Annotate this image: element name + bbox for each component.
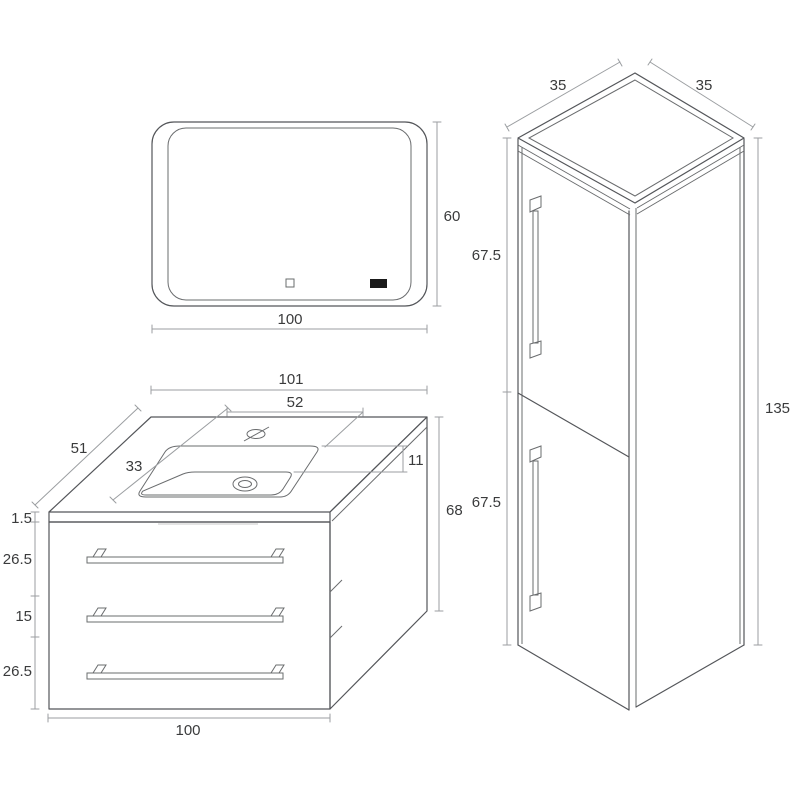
drawer-handle-middle — [86, 607, 285, 623]
vanity-body-width-dim-label: 100 — [175, 722, 200, 739]
mirror-dimensions: 60 100 — [151, 121, 461, 334]
faucet-hole-icon — [243, 426, 270, 442]
basin-width-extension-line — [324, 411, 364, 448]
handle-cap-top — [529, 445, 542, 463]
sink-basin-outer — [138, 445, 319, 498]
handle-foot-right — [270, 664, 285, 674]
cabinet-left-face-top-edges — [517, 144, 631, 216]
countertop-thickness-dim-label: 1.5 — [11, 510, 32, 527]
cabinet-top-outer — [517, 72, 745, 204]
cabinet-bottom-left-edge — [517, 644, 630, 711]
handle-foot-left — [92, 607, 107, 617]
vanity-countertop-edge — [48, 511, 331, 523]
cabinet-top-right-dim-label: 35 — [696, 77, 713, 94]
mirror-led-border — [167, 127, 412, 301]
cabinet-upper-door-handle — [529, 195, 542, 359]
cabinet-top-left-dim-label: 35 — [550, 77, 567, 94]
middle-drawer-dim-label: 15 — [15, 608, 32, 625]
cabinet-lower-door-dim-label: 67.5 — [472, 494, 501, 511]
sink-basin-inner — [141, 471, 292, 496]
cabinet-lower-door-handle — [529, 445, 542, 612]
drain-outer — [232, 476, 258, 492]
cabinet-doors-dim-ticks — [502, 137, 512, 646]
right-offset-extension-lines — [293, 445, 404, 473]
cabinet-top-inner — [527, 79, 734, 197]
vanity-side-slab-line — [331, 426, 428, 522]
cabinet-top-right-dim-line — [649, 61, 754, 128]
mirror — [151, 121, 428, 307]
bottom-drawer-dim-label: 26.5 — [3, 663, 32, 680]
basin-width-dim-label: 52 — [287, 394, 304, 411]
vanity-dimensions: 101 52 33 51 11 68 1.5 26.5 15 26.5 10 — [3, 371, 463, 739]
handle-cap-top — [529, 195, 542, 213]
basin-diagonal-dim-line — [112, 407, 229, 501]
drawer-gap-ticks — [329, 579, 343, 639]
handle-bar — [86, 672, 284, 680]
handle-foot-left — [92, 548, 107, 558]
cabinet-bottom-right-edge — [635, 644, 745, 708]
faucet-hole-slash — [243, 426, 270, 442]
vanity-countertop — [48, 416, 428, 513]
vanity-depth-dim-line — [34, 407, 139, 506]
mirror-width-dim-label: 100 — [277, 311, 302, 328]
drain-icon — [232, 476, 258, 492]
vanity-height-dim-ticks — [434, 416, 444, 612]
handle-bar — [86, 556, 284, 564]
handle-foot-left — [92, 664, 107, 674]
vanity-top-width-dim-ticks — [150, 385, 428, 395]
handle-cap-bottom — [529, 592, 542, 612]
vanity-top-width-dim-label: 101 — [278, 371, 303, 388]
right-offset-dim-ticks — [398, 445, 408, 473]
vanity-depth-dim-ticks — [31, 404, 142, 509]
right-offset-dim-label: 11 — [408, 452, 424, 469]
drawer-handle-bottom — [86, 664, 285, 680]
mirror-width-dim-ticks — [151, 324, 428, 334]
vanity-side-face — [329, 416, 428, 710]
vanity-depth-dim-label: 51 — [71, 440, 88, 457]
digital-display-icon — [370, 279, 387, 288]
faucet-hole-ellipse — [246, 429, 266, 439]
top-drawer-dim-label: 26.5 — [3, 551, 32, 568]
handle-bar — [532, 460, 539, 596]
front-stack-dim-ticks — [30, 511, 40, 710]
vanity-unit — [48, 416, 428, 710]
mirror-height-dim-ticks — [432, 121, 442, 307]
cabinet-height-dim-label: 135 — [765, 400, 790, 417]
drain-inner — [238, 480, 252, 488]
basin-diagonal-dim-label: 33 — [126, 458, 143, 475]
handle-foot-right — [270, 548, 285, 558]
cabinet-upper-door-dim-label: 67.5 — [472, 247, 501, 264]
cabinet-top-left-dim-ticks — [504, 58, 623, 132]
tall-cabinet — [517, 72, 745, 711]
cabinet-dimensions: 35 35 67.5 67.5 135 — [472, 58, 790, 646]
cabinet-top-right-dim-ticks — [647, 58, 756, 131]
drawer-handle-top — [86, 548, 285, 564]
cabinet-height-dim-ticks — [753, 137, 763, 646]
basin-diagonal-dim-ticks — [109, 404, 232, 504]
touch-sensor-icon — [285, 278, 295, 288]
handle-bar — [86, 615, 284, 623]
handle-bar — [532, 210, 539, 344]
cabinet-right-face-top-edges — [636, 144, 745, 215]
mirror-height-dim-label: 60 — [444, 208, 461, 225]
cabinet-door-split-line — [517, 392, 630, 458]
vanity-height-dim-label: 68 — [446, 502, 463, 519]
cabinet-top-left-dim-line — [506, 61, 621, 128]
mirror-outer-frame — [151, 121, 428, 307]
handle-foot-right — [270, 607, 285, 617]
vanity-body-width-dim-ticks — [47, 713, 331, 723]
handle-cap-bottom — [529, 340, 542, 359]
